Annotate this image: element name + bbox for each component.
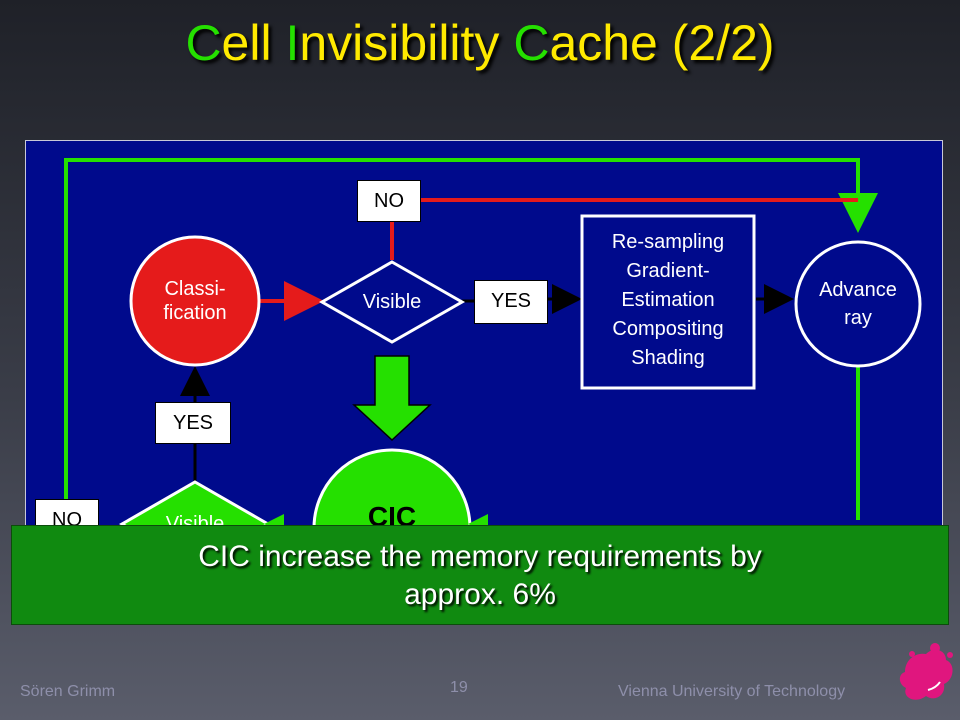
advance-ray-node — [794, 240, 922, 368]
footer-institution: Vienna University of Technology — [618, 683, 846, 700]
green-down-arrow — [352, 355, 432, 442]
advance-ray-label: Advance ray — [808, 276, 908, 332]
process-line: Estimation — [621, 289, 715, 311]
memory-note-box: CIC increase the memory requirements by … — [11, 525, 949, 625]
process-box — [580, 214, 756, 390]
tag-yes-right: YES — [474, 280, 548, 324]
tag-no-top: NO — [357, 180, 421, 222]
title-part: nvisibility — [299, 15, 514, 71]
classification-label-line: fication — [163, 302, 227, 324]
title-part: ache (2/2) — [549, 15, 775, 71]
process-line: Shading — [631, 347, 705, 369]
memory-note-line1: CIC increase the memory requirements by — [198, 540, 762, 573]
tag-yes-left: YES — [155, 402, 231, 444]
visible-label: Visible — [362, 291, 422, 313]
advance-ray-line: ray — [844, 307, 872, 329]
green-loop-line — [64, 158, 878, 530]
title-letter-c2: C — [513, 15, 550, 71]
title-part: ell — [221, 15, 286, 71]
process-line: Gradient- — [626, 260, 710, 282]
title-letter-i: I — [285, 15, 300, 71]
title-letter-c: C — [185, 15, 222, 71]
magenta-splash-logo — [899, 643, 953, 700]
classification-label: Classi- fication — [145, 277, 245, 325]
footer-author: Sören Grimm — [20, 683, 116, 700]
classification-node — [129, 235, 261, 367]
process-line: Re-sampling — [611, 231, 725, 253]
advance-ray-line: Advance — [819, 279, 897, 301]
process-box-label: Re-sampling Gradient- Estimation Composi… — [582, 228, 754, 373]
process-line: Compositing — [612, 318, 724, 340]
footer-page-number: 19 — [450, 679, 468, 696]
visible-diamond — [318, 260, 466, 344]
memory-note-line2: approx. 6% — [404, 578, 556, 611]
classification-label-line: Classi- — [164, 278, 226, 300]
slide-title: Cell Invisibility Cache (2/2) — [0, 14, 960, 72]
